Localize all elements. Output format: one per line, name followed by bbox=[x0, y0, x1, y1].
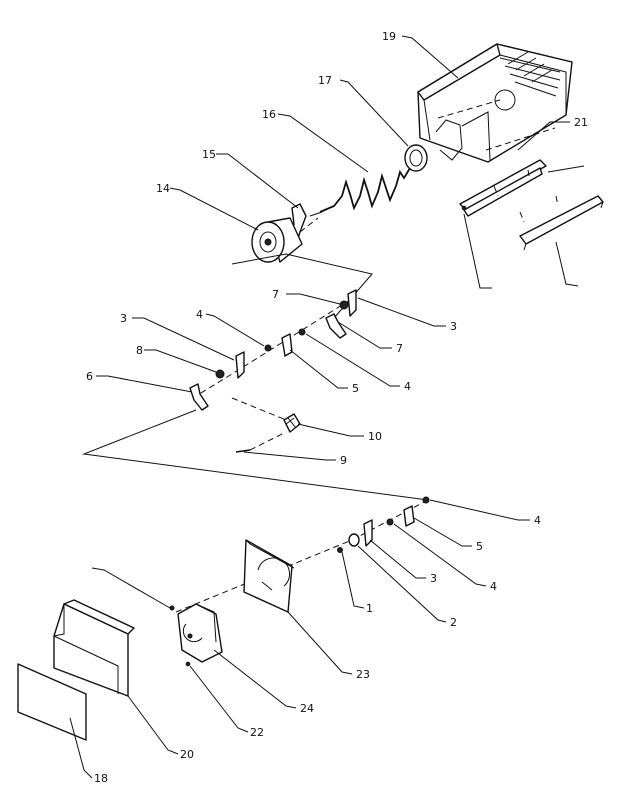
leader-lines bbox=[69, 35, 585, 779]
screw-lines-rails bbox=[493, 169, 559, 223]
part-grommet-7-left bbox=[215, 369, 225, 379]
part-washer-4-left bbox=[264, 344, 272, 352]
assembly-line-15 bbox=[437, 99, 501, 119]
callout-10: 14 bbox=[156, 182, 170, 195]
callout-20: 24 bbox=[300, 702, 314, 715]
callout-7-upper: 7 bbox=[272, 288, 279, 301]
part-washer-4-lower bbox=[386, 518, 394, 526]
callout-3-left: 3 bbox=[120, 312, 127, 325]
part-clip-3-left bbox=[235, 351, 245, 379]
mounting-line-shaft-lower bbox=[231, 397, 297, 425]
callout-14: 18 bbox=[94, 772, 108, 785]
callout-4-mid: 4 bbox=[404, 380, 411, 393]
part-washer-4-upper bbox=[298, 328, 306, 336]
callout-3-upper: 3 bbox=[450, 320, 457, 333]
callout-19: 23 bbox=[356, 668, 370, 681]
part-gasket-plate bbox=[243, 539, 295, 613]
callout-4-lower: 4 bbox=[490, 580, 497, 593]
part-screw-18 bbox=[185, 661, 191, 667]
part-rail-23 bbox=[519, 195, 604, 251]
part-grommet-7-upper bbox=[339, 300, 349, 310]
callout-7-left: 8 bbox=[136, 344, 143, 357]
callout-9: 10 bbox=[368, 430, 382, 443]
mounting-line-shaft bbox=[195, 299, 351, 397]
part-motor-housing bbox=[177, 603, 223, 663]
callout-4-upper: 4 bbox=[196, 308, 203, 321]
callout-3-lower: 3 bbox=[430, 572, 437, 585]
callout-labels: 19 17 16 15 14 21 7 3 4 7 3 8 4 5 6 10 9… bbox=[86, 30, 588, 785]
callout-18: 22 bbox=[250, 726, 264, 739]
callout-5-lower: 5 bbox=[476, 540, 483, 553]
callout-4-lower-right: 4 bbox=[534, 514, 541, 527]
part-clip-3-lower bbox=[363, 519, 373, 547]
part-bracket-6-upper bbox=[325, 313, 347, 339]
part-clip-3-upper bbox=[347, 289, 357, 317]
part-pin-8 bbox=[235, 449, 251, 453]
callout-2: 2 bbox=[450, 616, 457, 629]
part-auger-spring bbox=[309, 167, 411, 217]
mounting-line-base bbox=[175, 499, 429, 613]
part-screw-1 bbox=[337, 547, 343, 553]
part-rail-22 bbox=[459, 159, 547, 211]
part-panel bbox=[17, 663, 87, 741]
callout-8: 9 bbox=[340, 454, 347, 467]
callout-1: 1 bbox=[366, 602, 373, 615]
part-link-5-upper bbox=[281, 333, 293, 357]
part-washer-4-lower-right bbox=[422, 496, 430, 504]
part-bracket-6-left bbox=[189, 383, 209, 411]
assembly-line-10 bbox=[299, 217, 319, 233]
part-ring-bearing bbox=[404, 144, 428, 172]
mounting-line-lower bbox=[82, 409, 429, 501]
assembly-line-17 bbox=[485, 127, 556, 151]
part-drive-wheel bbox=[251, 217, 303, 263]
part-rail-24 bbox=[463, 167, 543, 217]
callout-5-upper: 5 bbox=[352, 382, 359, 395]
callout-17: 21 bbox=[574, 116, 588, 129]
callout-6-left: 6 bbox=[86, 370, 93, 383]
callout-11: 15 bbox=[202, 148, 216, 161]
part-grommet-2 bbox=[348, 533, 360, 547]
assembly-line-8 bbox=[249, 431, 287, 451]
part-front-housing bbox=[53, 599, 135, 697]
part-link-5-lower bbox=[403, 505, 415, 527]
callout-16: 20 bbox=[180, 748, 194, 761]
part-coupler-9 bbox=[283, 413, 301, 433]
callout-15: 19 bbox=[382, 30, 396, 43]
part-ice-container bbox=[417, 43, 573, 163]
callout-12: 16 bbox=[262, 108, 276, 121]
part-screw-21 bbox=[169, 605, 175, 611]
callout-13: 17 bbox=[318, 74, 332, 87]
callout-6-upper: 7 bbox=[396, 342, 403, 355]
